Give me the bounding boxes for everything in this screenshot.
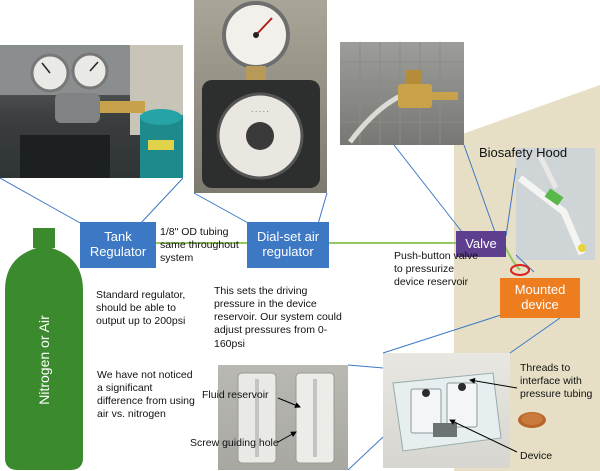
pressure-gauge-icon	[71, 52, 109, 90]
standard-regulator-note: Standard regulator, should be able to ou…	[96, 289, 186, 328]
cylinder-label: Nitrogen or Air	[36, 315, 52, 405]
threads-note: Threads to interface with pressure tubin…	[520, 362, 593, 401]
device-label: Device	[520, 450, 553, 462]
biosafety-hood-title: Biosafety Hood	[479, 145, 568, 160]
reservoir-photo	[218, 365, 348, 470]
screw-hole-label: Screw guiding hole	[190, 437, 279, 449]
tubing-note: 1/8" OD tubing same throughout system	[160, 226, 239, 265]
driving-pressure-note: This sets the driving pressure in the de…	[214, 285, 342, 350]
gas-cylinder-icon	[140, 109, 183, 178]
tank-regulator-label: Tank Regulator	[89, 229, 147, 259]
valve-label: Valve	[465, 235, 497, 251]
tank-regulator-box: Tank Regulator	[80, 222, 156, 268]
push-button-note: Push-button valve to pressurize device r…	[394, 250, 479, 289]
pressure-gauge-icon	[30, 53, 70, 93]
pressure-gauge-icon	[222, 1, 290, 69]
fluid-reservoir-label: Fluid reservoir	[202, 389, 269, 401]
mount-point-marker	[510, 264, 530, 276]
valve-box: Valve	[456, 231, 506, 257]
gas-cylinder-icon	[5, 228, 83, 470]
penny-icon	[518, 412, 546, 428]
valve-photo-icon	[340, 42, 464, 145]
dial-regulator-box: Dial-set air regulator	[247, 222, 329, 268]
tank-regulator-photo	[0, 45, 183, 178]
valve-photo	[340, 42, 464, 145]
reservoir-photo-icon	[237, 372, 335, 464]
tubing-photo	[516, 148, 595, 260]
dial-regulator-photo: . . . . .	[194, 0, 327, 193]
mounted-device-box: Mounted device	[500, 278, 580, 318]
svg-text:. . . . .: . . . . .	[251, 107, 269, 114]
mounted-device-label: Mounted device	[514, 282, 566, 312]
dial-regulator-label: Dial-set air regulator	[256, 229, 320, 259]
air-vs-nitrogen-note: We have not noticed a significant differ…	[97, 369, 195, 421]
